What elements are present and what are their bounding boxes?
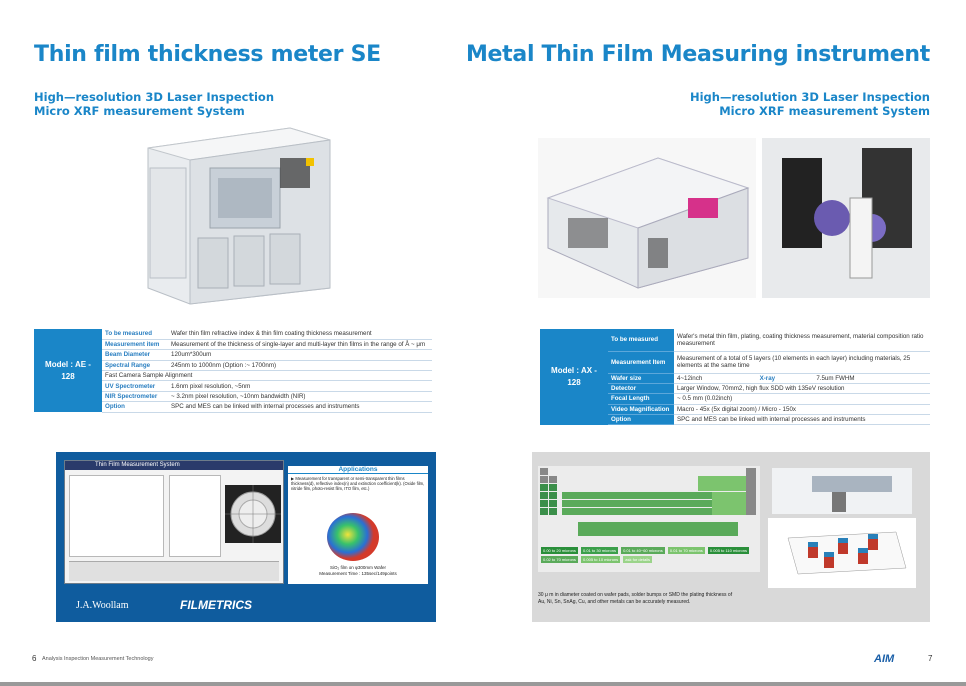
left-subtitle-line1: High—resolution 3D Laser Inspection bbox=[34, 90, 275, 104]
spec-value: ~ 0.5 mm (0.02inch) bbox=[674, 393, 930, 405]
spec-key: Measurement Item bbox=[608, 351, 674, 374]
legend-item: ask for details bbox=[623, 556, 652, 563]
spec-value: SPC and MES can be linked with internal … bbox=[168, 401, 432, 413]
spec-key: Video Magnification bbox=[608, 404, 674, 416]
software-title: Thin Film Measurement System bbox=[65, 461, 283, 470]
software-screenshot: Thin Film Measurement System bbox=[64, 460, 284, 584]
legend-item: 0.005 to 110 microns bbox=[707, 547, 749, 554]
spec-value: Wafer's metal thin film, plating, coatin… bbox=[674, 329, 930, 352]
legend: 0.00 to 20 microns 0.01 to 30 microns 0.… bbox=[540, 546, 760, 564]
spec-key: To be measured bbox=[608, 329, 674, 352]
map-caption: SiO₂ film on φ300mm Wafer Measurement Ti… bbox=[288, 565, 428, 576]
spec-value-xray: 7.5um FWHM bbox=[813, 373, 930, 384]
spec-value: 245nm to 1000nm (Option :~ 1700nm) bbox=[168, 360, 432, 372]
right-model-cell: Model : AX - 128 bbox=[540, 329, 608, 425]
spec-value: Larger Window, 70mm2, high flux SDD with… bbox=[674, 383, 930, 395]
periodic-table-image: 0.00 to 20 microns 0.01 to 30 microns 0.… bbox=[538, 466, 760, 572]
spec-key: Option bbox=[102, 401, 168, 413]
applications-title: Applications bbox=[288, 466, 428, 474]
applications-box: Applications ▶ Measurement for transpare… bbox=[288, 466, 428, 584]
legend-item: 0.01 to 40~60 microns bbox=[621, 547, 665, 554]
left-footer-text: Analysis Inspection Measurement Technolo… bbox=[42, 656, 154, 662]
spec-key: Beam Diameter bbox=[102, 349, 168, 361]
legend-item: 0.00 to 20 microns bbox=[541, 547, 578, 554]
right-subtitle-line1: High—resolution 3D Laser Inspection bbox=[689, 90, 930, 104]
xrf-caption: 30 μ m in diameter coated on wafer pads,… bbox=[538, 592, 838, 606]
spec-key: Measurement item bbox=[102, 339, 168, 351]
spec-value: 1.6nm pixel resolution, ~5nm bbox=[168, 380, 432, 392]
spec-value: Measurement of a total of 5 layers (10 e… bbox=[674, 351, 930, 374]
spec-value: ~ 3.2nm pixel resolution, ~10nm bandwidt… bbox=[168, 391, 432, 403]
spec-key: UV Spectrometer bbox=[102, 380, 168, 392]
left-subtitle: High—resolution 3D Laser Inspection Micr… bbox=[34, 90, 274, 118]
spec-key: Fast Camera Sample Alignment bbox=[102, 370, 432, 382]
spec-value: 4~12inch bbox=[674, 373, 757, 384]
aim-logo: AIM bbox=[874, 653, 895, 665]
spec-value: 120um*300um bbox=[168, 349, 432, 361]
spec-value: Wafer thin film refractive index & thin … bbox=[168, 329, 432, 340]
xrf-internal-image bbox=[762, 138, 930, 298]
right-page-number: 7 bbox=[928, 654, 933, 663]
spec-key: Focal Length bbox=[608, 393, 674, 405]
left-software-panel: Thin Film Measurement System Application… bbox=[56, 452, 436, 622]
left-page-number: 6 bbox=[32, 654, 37, 663]
legend-item: 0.02 to 70 microns bbox=[541, 556, 578, 563]
thin-film-meter-image bbox=[130, 118, 360, 308]
xrf-caption-line1: 30 μ m in diameter coated on wafer pads,… bbox=[538, 592, 733, 598]
spec-key: Wafer size bbox=[608, 373, 674, 384]
legend-item: 0.01 to 70 microns bbox=[667, 547, 705, 554]
spec-key-xray: X-ray bbox=[756, 373, 814, 384]
metal-film-instrument-image bbox=[538, 138, 756, 298]
right-spec-table: Model : AX - 128 To be measured Wafer's … bbox=[540, 329, 930, 426]
legend-item: 0.01 to 30 microns bbox=[581, 547, 618, 554]
woollam-logo: J.A.Woollam bbox=[76, 600, 129, 611]
legend-item: 0.005 to 10 microns bbox=[581, 556, 621, 563]
map-caption-line1: SiO₂ film on φ300mm Wafer bbox=[329, 565, 386, 570]
spec-key: To be measured bbox=[102, 329, 168, 340]
thickness-map bbox=[327, 513, 379, 561]
spec-key: Detector bbox=[608, 383, 674, 395]
bump-3d-plot bbox=[768, 518, 916, 588]
right-xrf-panel: 0.00 to 20 microns 0.01 to 30 microns 0.… bbox=[532, 452, 930, 622]
map-caption-line2: Measurement Time : 135sec/149points bbox=[319, 570, 397, 576]
applications-text: ▶ Measurement for transparent or semi-tr… bbox=[291, 476, 425, 492]
right-subtitle: High—resolution 3D Laser Inspection Micr… bbox=[690, 90, 930, 118]
spec-key: NIR Spectrometer bbox=[102, 391, 168, 403]
right-title: Metal Thin Film Measuring instrument bbox=[465, 42, 930, 67]
spec-key: Option bbox=[608, 414, 674, 426]
spec-value: Macro - 45x (5x digital zoom) / Micro - … bbox=[674, 404, 930, 416]
xrf-caption-line2: Au, Ni, Sn, SnAg, Cu, and other metals c… bbox=[538, 599, 691, 605]
spec-key: Spectral Range bbox=[102, 360, 168, 372]
left-title: Thin film thickness meter SE bbox=[34, 42, 381, 67]
footer-bar bbox=[0, 682, 966, 686]
right-subtitle-line2: Micro XRF measurement System bbox=[719, 104, 930, 118]
xrf-head-photo bbox=[772, 468, 912, 514]
spec-value: Measurement of the thickness of single-l… bbox=[168, 339, 432, 351]
filmetrics-logo: FILMETRICS bbox=[180, 598, 252, 612]
spec-value: SPC and MES can be linked with internal … bbox=[674, 414, 930, 426]
left-spec-table: Model : AE - 128 To be measured Wafer th… bbox=[34, 329, 432, 413]
left-model-cell: Model : AE - 128 bbox=[34, 329, 102, 413]
left-subtitle-line2: Micro XRF measurement System bbox=[34, 104, 245, 118]
